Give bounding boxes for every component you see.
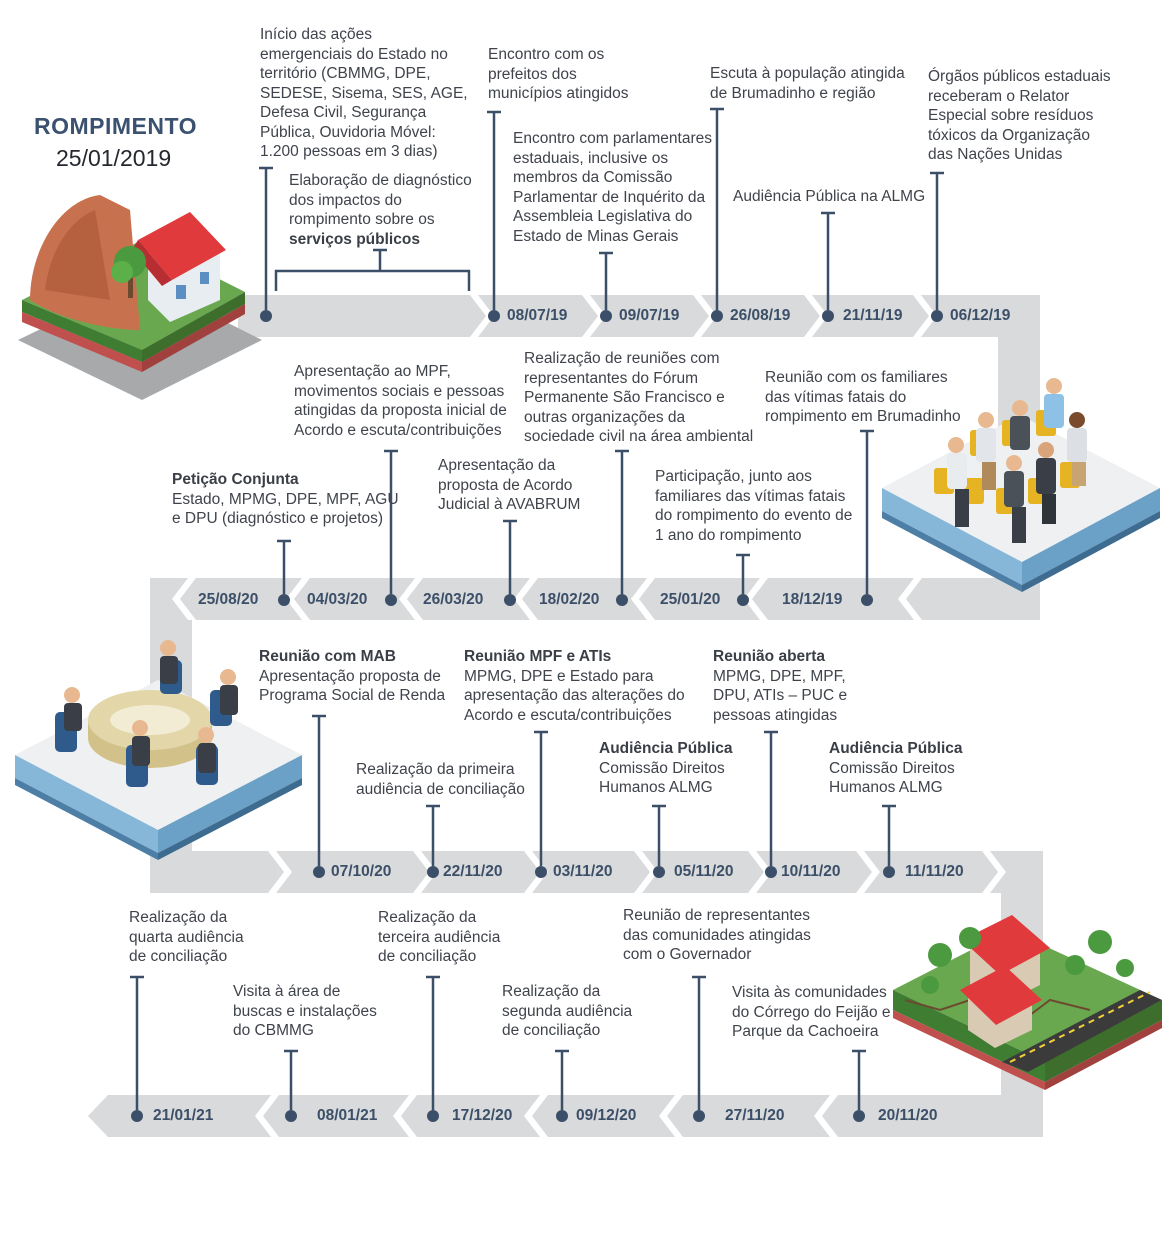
event-date: 09/12/20 — [576, 1107, 637, 1124]
conference-table-icon — [15, 640, 302, 860]
event-date: 27/11/20 — [725, 1107, 785, 1124]
event-text-main: Comissão Direitos Humanos ALMG — [599, 759, 725, 797]
event-date: 09/07/19 — [619, 307, 680, 324]
event-text: Realização da primeira audiência de conc… — [356, 761, 525, 798]
event-date: 21/01/21 — [153, 1107, 214, 1124]
event-text: Escuta à população atingida de Brumadinh… — [710, 65, 905, 102]
event-text: Audiência Pública na ALMG — [733, 188, 926, 205]
event-text: Reunião de representantes das comunidade… — [623, 907, 811, 963]
event-text: Realização da segunda audiência de conci… — [502, 983, 633, 1039]
event-date: 05/11/20 — [674, 863, 734, 880]
event-date: 07/10/20 — [331, 863, 392, 880]
event-date: 18/12/19 — [782, 591, 843, 608]
event-text: Realização da quarta audiência de concil… — [129, 909, 244, 965]
event-text: Elaboração de diagnóstico dos impactos d… — [289, 171, 472, 249]
event-date: 10/11/20 — [781, 863, 841, 880]
houses-cracked-road-icon — [893, 915, 1162, 1090]
event-date: 11/11/20 — [905, 863, 964, 880]
event-text: Início das ações emergenciais do Estado … — [260, 26, 468, 160]
event-date: 21/11/19 — [843, 307, 903, 324]
timeline-dots — [131, 310, 943, 1122]
connectors — [130, 107, 944, 1110]
event-text: Realização de reuniões com representante… — [524, 350, 754, 445]
event-text: Órgãos públicos estaduais receberam o Re… — [928, 68, 1111, 163]
event-text: Reunião com MAB Apresentação proposta de … — [259, 647, 445, 706]
event-date: 20/11/20 — [878, 1107, 938, 1124]
event-date: 25/08/20 — [198, 591, 259, 608]
event-text: Participação, junto aos familiares das v… — [655, 468, 853, 544]
page-title: ROMPIMENTO — [34, 113, 198, 139]
event-text: Apresentação ao MPF, movimentos sociais … — [294, 363, 507, 439]
event-title: Reunião com MAB — [259, 648, 396, 665]
event-date: 25/01/20 — [660, 591, 721, 608]
event-text: Reunião com os familiares das vítimas fa… — [765, 369, 961, 425]
event-date: 08/07/19 — [507, 307, 568, 324]
event-date: 22/11/20 — [443, 863, 503, 880]
event-text: Visita à área de buscas e instalações do… — [233, 983, 377, 1039]
event-text-main: Comissão Direitos Humanos ALMG — [829, 759, 955, 797]
event-text: Visita às comunidades do Córrego do Feij… — [732, 984, 891, 1040]
event-title: Audiência Pública — [599, 740, 733, 757]
event-date: 04/03/20 — [307, 591, 368, 608]
landslide-house-icon — [18, 195, 262, 400]
event-date: 03/11/20 — [553, 863, 613, 880]
event-text: Realização da terceira audiência de conc… — [378, 909, 501, 965]
event-date: 26/03/20 — [423, 591, 484, 608]
event-date: 06/12/19 — [950, 307, 1011, 324]
event-text-bold: serviços públicos — [289, 230, 420, 248]
event-title: Reunião aberta — [713, 648, 825, 665]
event-text-main: Apresentação proposta de Programa Social… — [259, 667, 446, 705]
event-date: 17/12/20 — [452, 1107, 513, 1124]
event-text-main: Elaboração de diagnóstico dos impactos d… — [289, 172, 472, 228]
event-text-main: MPMG, DPE e Estado para apresentação das… — [464, 667, 685, 724]
event-text: Encontro com parlamentares estaduais, in… — [513, 130, 713, 245]
rupture-date: 25/01/2019 — [56, 145, 172, 171]
event-title: Petição Conjunta — [172, 471, 299, 488]
event-text-main: MPMG, DPE, MPF, DPU, ATIs – PUC e pessoa… — [713, 667, 848, 724]
event-title: Reunião MPF e ATIs — [464, 648, 612, 665]
event-text: Apresentação da proposta de Acordo Judic… — [438, 457, 581, 513]
event-date: 08/01/21 — [317, 1107, 378, 1124]
event-text-main: Estado, MPMG, DPE, MPF, AGU e DPU (diagn… — [172, 490, 399, 528]
event-date: 18/02/20 — [539, 591, 600, 608]
event-title: Audiência Pública — [829, 740, 963, 757]
event-date: 26/08/19 — [730, 307, 791, 324]
event-text: Encontro com os prefeitos dos municípios… — [488, 46, 629, 102]
audience-meeting-icon — [882, 378, 1160, 592]
